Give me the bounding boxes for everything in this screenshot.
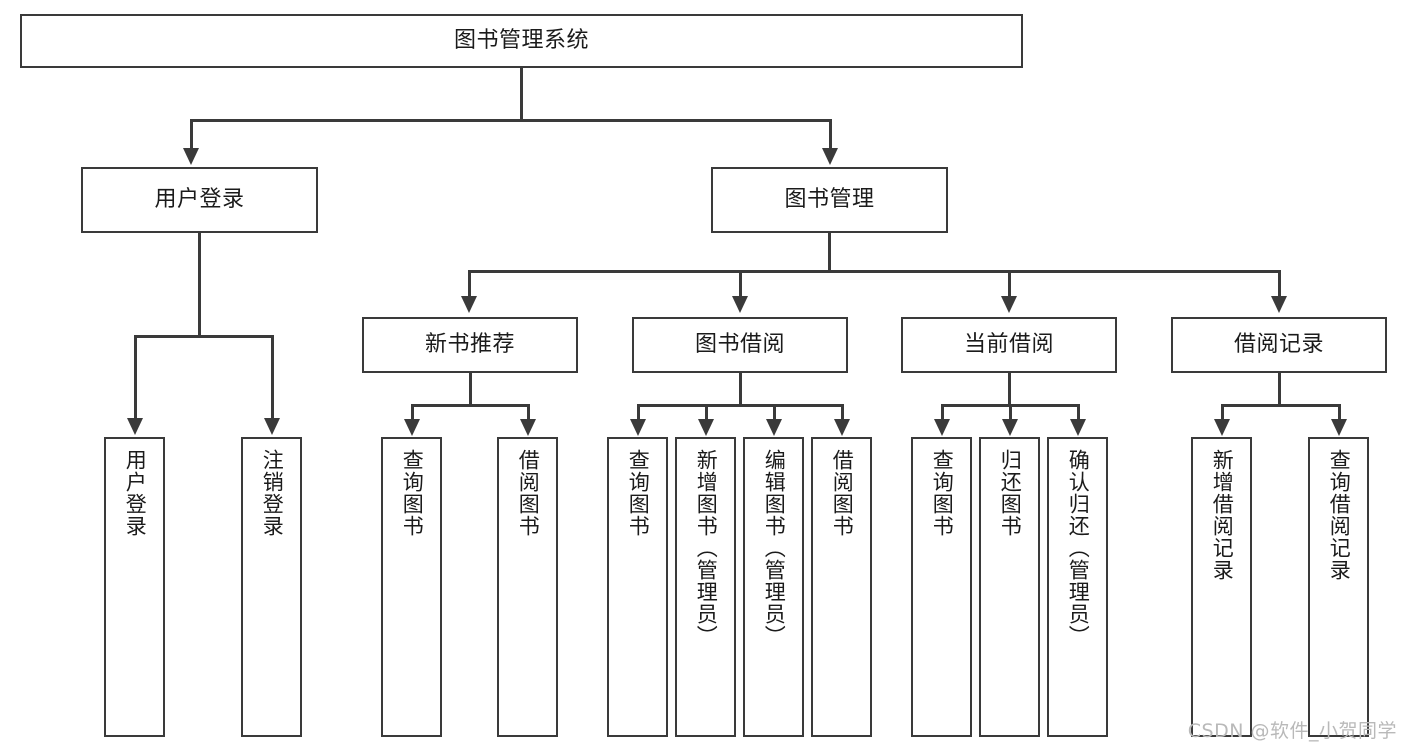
arrowhead-leaf-user-logout	[264, 418, 280, 435]
leaf-query-book-3-label: 查询图书	[930, 449, 955, 537]
leaf-confirm-return-label: 确认归还（管理员）	[1066, 449, 1091, 647]
arrowhead-book-borrow	[732, 296, 748, 313]
leaf-return-book[interactable]: 归还图书	[979, 437, 1040, 737]
arrowhead-leaf-add-record	[1214, 419, 1230, 436]
node-new-book-rec-label: 新书推荐	[424, 332, 515, 358]
node-borrow-record[interactable]: 借阅记录	[1171, 317, 1387, 373]
connector-new-book-rec-bus	[411, 404, 527, 407]
leaf-add-record[interactable]: 新增借阅记录	[1191, 437, 1252, 737]
connector-current-borrow-leaf2	[1009, 404, 1012, 420]
arrowhead-leaf-borrow-book-2	[834, 419, 850, 436]
leaf-add-record-label: 新增借阅记录	[1210, 449, 1235, 581]
connector-new-book-rec-stem	[469, 373, 472, 405]
arrowhead-borrow-record	[1271, 296, 1287, 313]
connector-borrow-record-bus	[1221, 404, 1338, 407]
arrowhead-leaf-query-book-1	[404, 419, 420, 436]
arrowhead-leaf-query-book-2	[630, 419, 646, 436]
leaf-query-book-1[interactable]: 查询图书	[381, 437, 442, 737]
connector-borrow-record-leaf1	[1221, 404, 1224, 420]
connector-book-borrow-leaf4	[841, 404, 844, 420]
connector-to-current-borrow	[1008, 270, 1011, 298]
node-root-label: 图书管理系统	[453, 28, 589, 54]
node-book-borrow-label: 图书借阅	[694, 332, 785, 358]
node-current-borrow-label: 当前借阅	[963, 332, 1054, 358]
arrowhead-leaf-confirm-return	[1070, 419, 1086, 436]
leaf-query-book-1-label: 查询图书	[400, 449, 425, 537]
arrowhead-user-login	[183, 148, 199, 165]
connector-level2-bus	[190, 119, 831, 122]
node-root[interactable]: 图书管理系统	[20, 14, 1023, 68]
leaf-query-book-3[interactable]: 查询图书	[911, 437, 972, 737]
connector-to-borrow-record	[1278, 270, 1281, 298]
connector-current-borrow-stem	[1008, 373, 1011, 405]
leaf-borrow-book-1[interactable]: 借阅图书	[497, 437, 558, 737]
leaf-user-login-label: 用户登录	[123, 449, 148, 537]
leaf-query-book-2[interactable]: 查询图书	[607, 437, 668, 737]
leaf-user-login[interactable]: 用户登录	[104, 437, 165, 737]
arrowhead-leaf-query-record	[1331, 419, 1347, 436]
arrowhead-leaf-user-login	[127, 418, 143, 435]
node-borrow-record-label: 借阅记录	[1233, 332, 1324, 358]
node-book-borrow[interactable]: 图书借阅	[632, 317, 848, 373]
leaf-add-book-label: 新增图书（管理员）	[694, 449, 719, 647]
leaf-edit-book[interactable]: 编辑图书（管理员）	[743, 437, 804, 737]
arrowhead-new-book-rec	[461, 296, 477, 313]
connector-to-book-manage	[829, 119, 832, 150]
node-current-borrow[interactable]: 当前借阅	[901, 317, 1117, 373]
connector-book-borrow-leaf1	[637, 404, 640, 420]
connector-to-user-login	[190, 119, 193, 150]
connector-user-login-stem	[198, 233, 201, 337]
connector-book-borrow-stem	[739, 373, 742, 405]
connector-user-login-leaf1	[134, 335, 137, 419]
connector-root-stem	[520, 68, 523, 120]
leaf-query-record[interactable]: 查询借阅记录	[1308, 437, 1369, 737]
arrowhead-leaf-borrow-book-1	[520, 419, 536, 436]
leaf-confirm-return[interactable]: 确认归还（管理员）	[1047, 437, 1108, 737]
node-new-book-rec[interactable]: 新书推荐	[362, 317, 578, 373]
leaf-user-logout-label: 注销登录	[260, 449, 285, 537]
arrowhead-leaf-return-book	[1002, 419, 1018, 436]
connector-book-borrow-leaf3	[773, 404, 776, 420]
node-user-login-label: 用户登录	[154, 187, 245, 213]
node-user-login[interactable]: 用户登录	[81, 167, 318, 233]
arrowhead-leaf-query-book-3	[934, 419, 950, 436]
leaf-query-record-label: 查询借阅记录	[1327, 449, 1352, 581]
leaf-edit-book-label: 编辑图书（管理员）	[762, 449, 787, 647]
arrowhead-current-borrow	[1001, 296, 1017, 313]
connector-level3-bus	[468, 270, 1280, 273]
connector-current-borrow-leaf1	[941, 404, 944, 420]
leaf-user-logout[interactable]: 注销登录	[241, 437, 302, 737]
leaf-borrow-book-1-label: 借阅图书	[516, 449, 541, 537]
connector-current-borrow-leaf3	[1077, 404, 1080, 420]
connector-new-book-rec-leaf1	[411, 404, 414, 420]
arrowhead-leaf-edit-book	[766, 419, 782, 436]
connector-to-book-borrow	[739, 270, 742, 298]
node-book-manage-label: 图书管理	[784, 187, 875, 213]
leaf-return-book-label: 归还图书	[998, 449, 1023, 537]
connector-borrow-record-stem	[1278, 373, 1281, 405]
arrowhead-leaf-add-book	[698, 419, 714, 436]
leaf-borrow-book-2[interactable]: 借阅图书	[811, 437, 872, 737]
leaf-query-book-2-label: 查询图书	[626, 449, 651, 537]
arrowhead-book-manage	[822, 148, 838, 165]
connector-to-new-book-rec	[468, 270, 471, 298]
connector-new-book-rec-leaf2	[527, 404, 530, 420]
leaf-add-book[interactable]: 新增图书（管理员）	[675, 437, 736, 737]
leaf-borrow-book-2-label: 借阅图书	[830, 449, 855, 537]
connector-borrow-record-leaf2	[1338, 404, 1341, 420]
connector-user-login-leaf2	[271, 335, 274, 419]
node-book-manage[interactable]: 图书管理	[711, 167, 948, 233]
connector-book-borrow-bus	[637, 404, 842, 407]
connector-book-borrow-leaf2	[705, 404, 708, 420]
connector-book-manage-stem	[828, 233, 831, 271]
connector-user-login-bus	[134, 335, 271, 338]
